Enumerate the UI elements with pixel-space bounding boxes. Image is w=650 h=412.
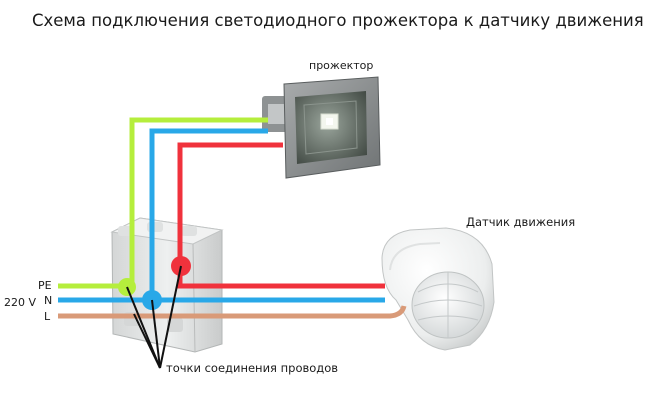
junction-pointers [126, 265, 182, 369]
diagram-title: Схема подключения светодиодного прожекто… [32, 11, 644, 30]
pe-wire-to-floodlight [129, 117, 268, 286]
voltage-label: 220 V [4, 296, 36, 309]
floodlight-icon [262, 76, 381, 179]
junctions-label: точки соединения проводов [166, 361, 338, 375]
l-label: L [44, 310, 51, 323]
pe-label: PE [38, 279, 52, 292]
floodlight-label: прожектор [309, 59, 373, 72]
sensor-label: Датчик движения [466, 215, 575, 229]
n-label: N [44, 294, 52, 307]
n-wire-to-floodlight [149, 128, 268, 300]
l-wire-input [58, 305, 407, 319]
motion-sensor-icon [381, 227, 495, 351]
signal-wire-to-floodlight [177, 142, 283, 266]
